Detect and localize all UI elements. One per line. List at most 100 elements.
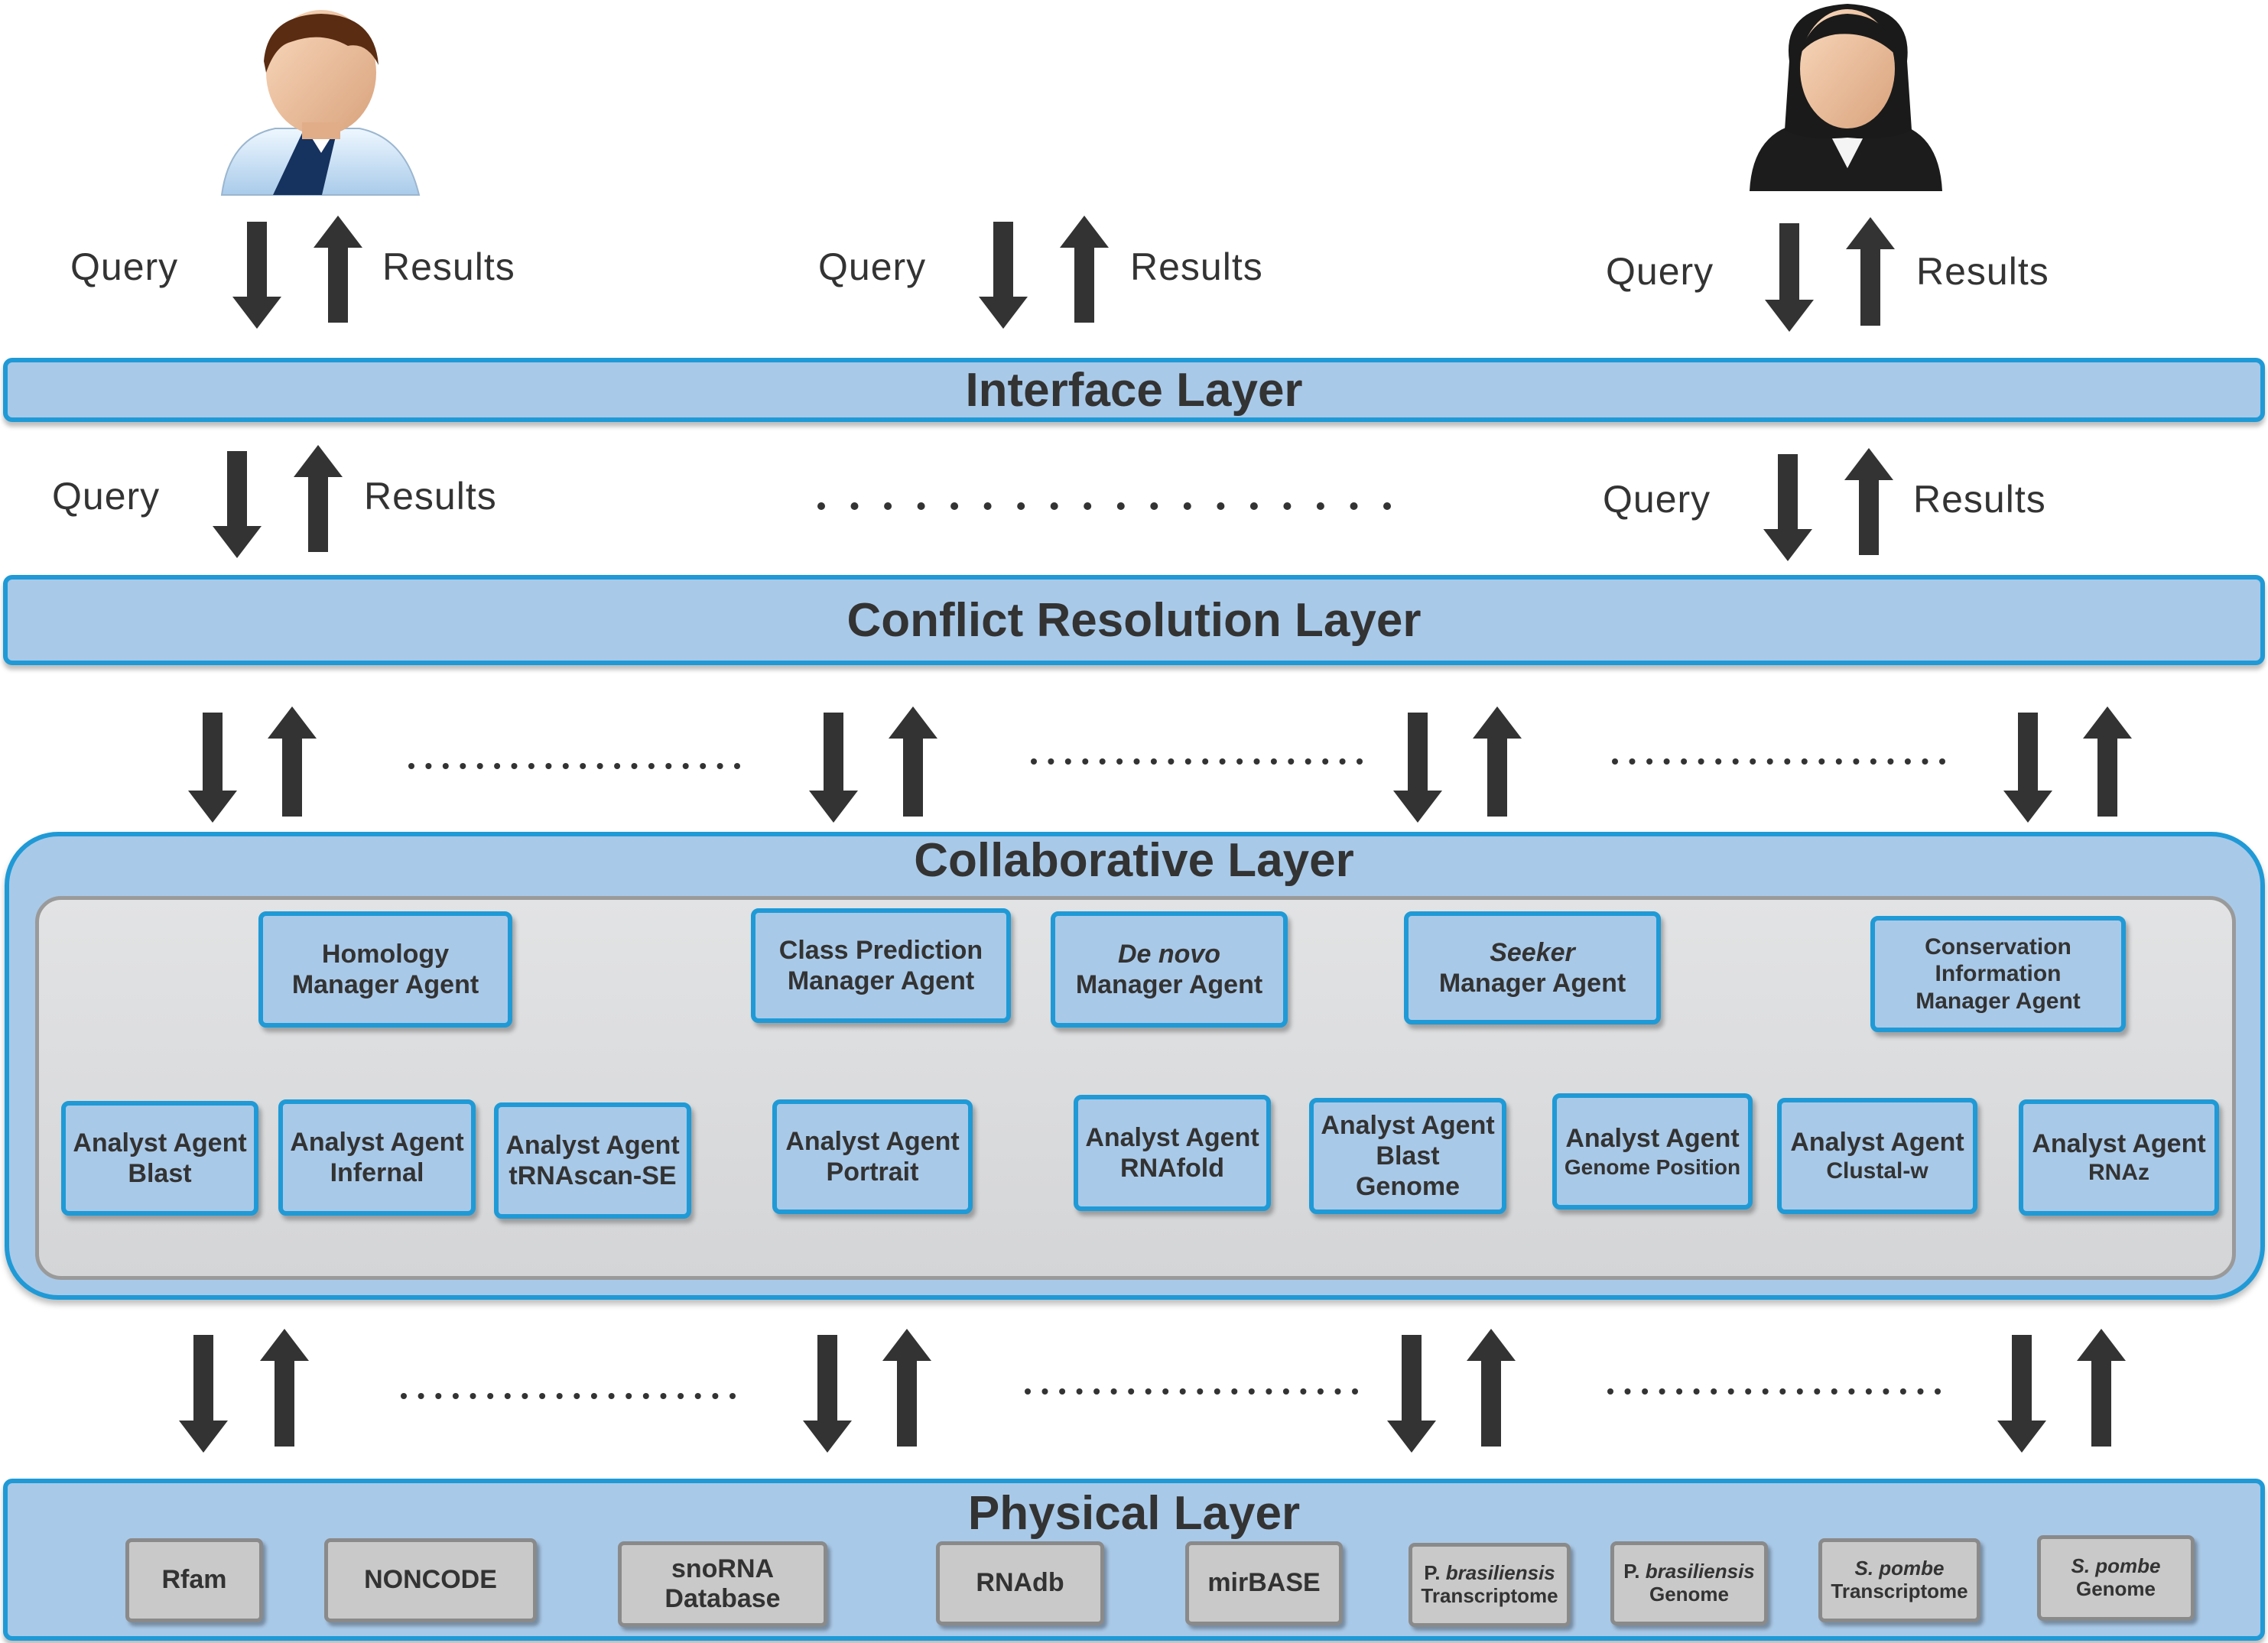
agent-line: De novo: [1117, 939, 1221, 969]
undefined: [1846, 217, 1895, 326]
agent-line: Manager Agent: [1438, 969, 1626, 998]
db-line: Genome: [1649, 1583, 1730, 1606]
separator-dot: [1629, 758, 1636, 765]
separator-dot: [1904, 758, 1911, 765]
separator-dot: [1762, 1388, 1769, 1395]
separator-dot: [1784, 758, 1791, 765]
separator-dot: [682, 763, 689, 769]
agent-line: Manager Agent: [1075, 970, 1263, 999]
database-p-brasiliensis-transcriptome: P. brasiliensis Transcriptome: [1409, 1543, 1571, 1627]
separator-dot: [1848, 1388, 1855, 1395]
db-italic: brasiliensis: [1445, 1561, 1555, 1585]
query-arrow-down-icon: [179, 1335, 228, 1453]
separator-dot: [625, 1393, 632, 1399]
agent-line: Analyst Agent: [290, 1127, 464, 1157]
separator-dot: [734, 763, 740, 769]
separator-dot: [1745, 1388, 1752, 1395]
separator-dot: [677, 1393, 684, 1399]
agent-line: Manager Agent: [291, 970, 479, 999]
agent-line: tRNAscan-SE: [509, 1161, 677, 1190]
separator-dot: [1050, 502, 1058, 510]
separator-dot: [545, 763, 552, 769]
agent-line: Analyst Agent: [785, 1126, 960, 1156]
separator-dot: [614, 763, 621, 769]
agent-line: Infernal: [330, 1158, 424, 1187]
analyst-agent-blast-genome: Analyst Agent Blast Genome: [1309, 1098, 1506, 1214]
database-snorna: snoRNA Database: [618, 1541, 827, 1627]
separator-dot: [1270, 758, 1277, 765]
agent-line: Analyst Agent: [73, 1128, 247, 1158]
separator-dot: [665, 763, 672, 769]
analyst-agent-trnascan-se: Analyst Agent tRNAscan-SE: [494, 1102, 691, 1219]
separator-dot: [817, 502, 825, 510]
separator-dot: [1179, 1388, 1186, 1395]
separator-dot: [1835, 758, 1842, 765]
separator-dot: [1059, 1388, 1066, 1395]
separator-dot: [1693, 1388, 1700, 1395]
separator-dot: [1099, 758, 1106, 765]
db-line: NONCODE: [364, 1565, 497, 1595]
results-label: Results: [1916, 250, 2049, 293]
separator-dot: [1064, 758, 1071, 765]
separator-dot: [1715, 758, 1722, 765]
separator-dot: [631, 763, 638, 769]
query-arrow-down-icon: [809, 713, 858, 823]
db-italic: brasiliensis: [1645, 1560, 1755, 1583]
db-line: P. brasiliensis: [1623, 1560, 1755, 1583]
undefined: [2083, 706, 2132, 817]
separator-dot: [1197, 1388, 1204, 1395]
separator-dot: [1116, 502, 1125, 510]
separator-dot: [1350, 502, 1358, 510]
agent-line: Manager Agent: [787, 966, 975, 995]
separator-dot: [1681, 758, 1688, 765]
undefined: [1473, 706, 1522, 817]
undefined: [260, 1329, 309, 1447]
separator-dot: [573, 1393, 580, 1399]
conflict-resolution-layer: Conflict Resolution Layer: [3, 575, 2265, 665]
separator-dot: [590, 1393, 597, 1399]
female-user-icon: [1750, 4, 1942, 191]
query-arrow-down-icon: [1393, 713, 1442, 823]
separator-dot: [452, 1393, 459, 1399]
separator-dot: [1317, 1388, 1324, 1395]
agent-line: Seeker: [1490, 937, 1575, 967]
separator-dot: [1663, 758, 1670, 765]
agent-line: Genome Position: [1564, 1154, 1741, 1179]
interface-layer-title: Interface Layer: [965, 363, 1303, 417]
db-line: mirBASE: [1207, 1568, 1321, 1598]
agent-line: Portrait: [826, 1158, 919, 1187]
db-line: Transcriptome: [1421, 1584, 1558, 1607]
separator-dot: [1219, 758, 1226, 765]
separator-dot: [1248, 1388, 1255, 1395]
separator-dot: [1607, 1388, 1613, 1395]
separator-dot: [1646, 758, 1653, 765]
separator-dot: [850, 502, 859, 510]
separator-dot: [1357, 758, 1363, 765]
separator-dot: [1339, 758, 1346, 765]
separator-dot: [700, 763, 707, 769]
agent-line: Blast: [1376, 1141, 1440, 1171]
separator-dot: [1150, 758, 1157, 765]
results-label: Results: [382, 245, 515, 288]
agent-line: Class Prediction: [778, 935, 983, 965]
separator-dot: [1870, 758, 1876, 765]
male-user-icon: [220, 10, 421, 196]
db-line: Database: [664, 1584, 781, 1613]
separator-dot: [425, 763, 432, 769]
interface-layer: Interface Layer: [3, 358, 2265, 422]
separator-dot: [556, 1393, 563, 1399]
query-arrow-down-icon: [2003, 713, 2052, 823]
separator-dot: [1249, 502, 1258, 510]
query-label: Query: [1603, 478, 1711, 521]
separator-dot: [1084, 502, 1092, 510]
database-mirbase: mirBASE: [1185, 1541, 1343, 1625]
analyst-agent-blast: Analyst Agent Blast: [61, 1101, 258, 1216]
separator-dot: [1659, 1388, 1665, 1395]
separator-dot: [1922, 758, 1928, 765]
separator-dot: [539, 1393, 546, 1399]
separator-dot: [1935, 1388, 1941, 1395]
separator-dot: [1305, 758, 1311, 765]
separator-dot: [460, 763, 466, 769]
separator-dot: [1082, 758, 1089, 765]
separator-dot: [1283, 502, 1292, 510]
